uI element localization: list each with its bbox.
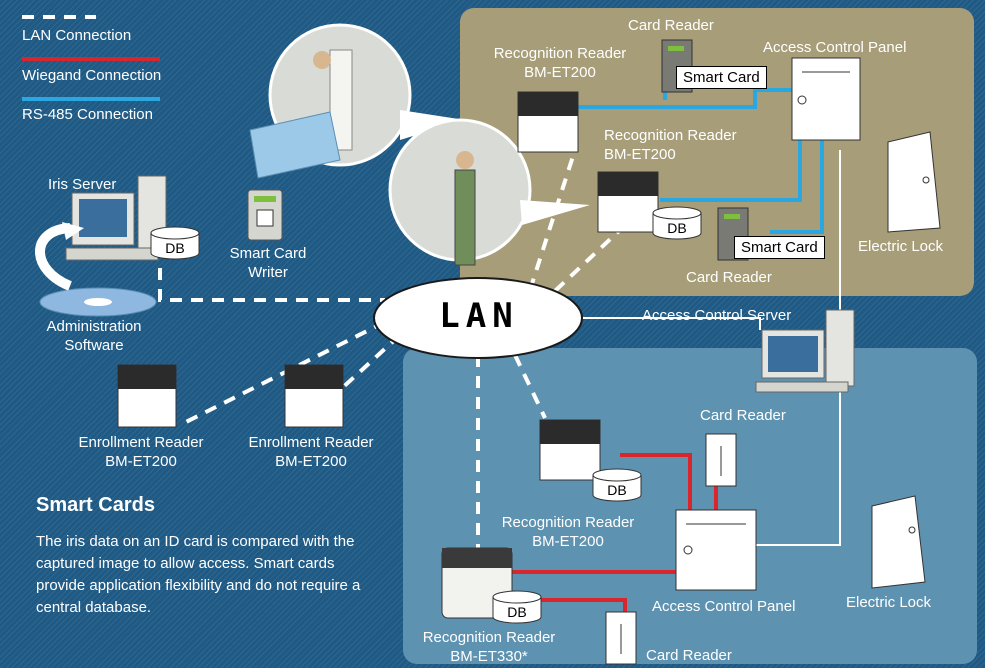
bottom-card-reader-device	[705, 433, 737, 487]
refresh-arrow	[35, 223, 73, 291]
bottom-electric-lock-label: Electric Lock	[846, 594, 932, 611]
wiegand-lines	[510, 453, 718, 612]
lan-line-top-reader-1	[528, 149, 577, 291]
enroll-reader-2-device	[284, 364, 344, 428]
lan-lines	[158, 149, 622, 560]
top-card-reader-2-label: Card Reader	[686, 269, 772, 286]
admin-software-label: Administration Software	[46, 318, 142, 354]
lan-line-enroll-1	[179, 320, 386, 427]
rs485-reader-1-to-panel	[578, 88, 800, 109]
legend-rs485-label: RS-485 Connection	[22, 106, 153, 123]
smart-card-label-2: Smart Card	[734, 236, 825, 259]
access-server-label: Access Control Server	[642, 307, 792, 324]
db-label: DB	[667, 220, 687, 236]
bubble-2-pointer	[520, 200, 590, 225]
bottom-electric-lock-device	[871, 495, 926, 589]
wiegand-reader1-to-panel	[620, 453, 692, 510]
bottom-reader-1-db: DB	[592, 468, 642, 502]
bottom-recog-reader-1-device	[539, 419, 601, 481]
bottom-recog-reader-2-label: Recognition Reader BM-ET330*	[422, 629, 556, 665]
enroll-reader-1-label: Enrollment Reader BM-ET200	[78, 434, 204, 470]
lan-line-iris-server	[158, 268, 385, 302]
lan-line-bottom-reader-1	[513, 354, 547, 419]
lan-label: LAN	[439, 296, 519, 336]
legend-lan-label: LAN Connection	[22, 27, 132, 44]
access-control-server-device	[755, 309, 855, 393]
lan-line-enroll-2	[338, 333, 402, 392]
bottom-card-reader-2-device	[605, 611, 637, 665]
top-electric-lock-label: Electric Lock	[858, 238, 944, 255]
smart-card-label-1: Smart Card	[676, 66, 767, 89]
bottom-recog-reader-1-label: Recognition Reader BM-ET200	[501, 514, 635, 550]
lan-line-top-reader-2	[538, 228, 622, 307]
iris-server-label: Iris Server	[48, 176, 117, 193]
top-access-panel-label: Access Control Panel	[763, 39, 907, 56]
iris-server-db: DB	[150, 226, 200, 260]
lan-cloud	[373, 277, 583, 359]
legend-wiegand-label: Wiegand Connection	[22, 67, 162, 84]
wiegand-reader2-to-cardreader	[510, 598, 627, 612]
lan-line-access-server	[582, 317, 761, 330]
db-label: DB	[607, 482, 627, 498]
admin-software-disc	[35, 222, 157, 317]
bottom-reader-2-db: DB	[492, 590, 542, 624]
db-label: DB	[507, 604, 527, 620]
enroll-reader-1-device	[117, 364, 177, 428]
top-electric-lock-device	[887, 131, 941, 233]
smart-cards-title: Smart Cards	[36, 494, 155, 516]
rs485-reader-2-to-panel	[660, 140, 802, 202]
top-access-panel-device	[791, 57, 861, 141]
bottom-card-reader-label: Card Reader	[700, 407, 786, 424]
bottom-access-panel-label: Access Control Panel	[652, 598, 796, 615]
top-recog-reader-2-device	[597, 171, 659, 233]
person-1	[313, 49, 353, 151]
bottom-card-reader-2-label: Card Reader	[646, 647, 732, 664]
person-2	[454, 151, 476, 266]
smart-card-graphic	[249, 111, 341, 179]
db-label: DB	[165, 240, 185, 256]
bottom-access-panel-device	[675, 509, 757, 591]
top-card-reader-label: Card Reader	[628, 17, 714, 34]
top-recog-reader-1-label: Recognition Reader BM-ET200	[493, 45, 627, 81]
smart-cards-description: The iris data on an ID card is compared …	[36, 533, 361, 616]
smart-card-writer-device	[247, 189, 283, 241]
top-recog-reader-2-label: Recognition Reader BM-ET200	[604, 127, 737, 163]
rs485-cardreader2-to-panel	[770, 140, 824, 234]
server-line-bottom-panel	[735, 150, 841, 546]
smart-card-writer-label: Smart Card Writer	[229, 245, 307, 281]
top-reader-2-db: DB	[652, 206, 702, 240]
top-recog-reader-1-device	[517, 91, 579, 153]
enroll-reader-2-label: Enrollment Reader BM-ET200	[248, 434, 374, 470]
